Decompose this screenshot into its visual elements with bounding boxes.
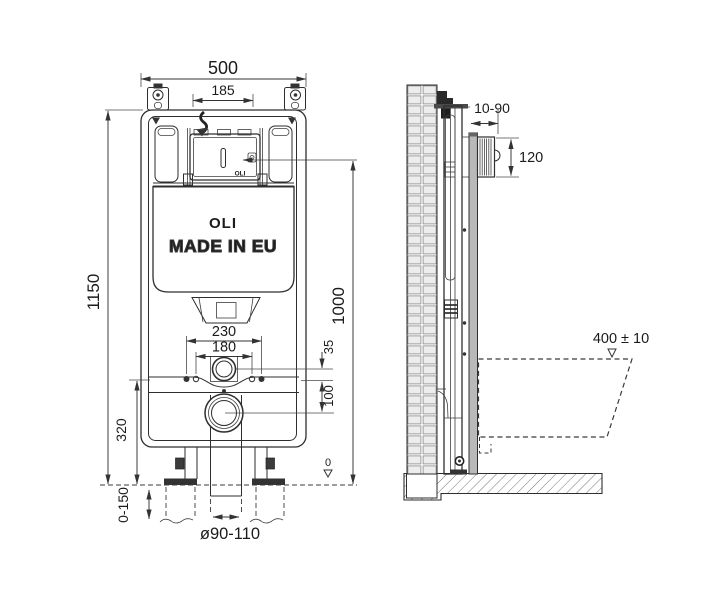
dim-flush-unit-height: 100 0 (242, 157, 357, 485)
housing-latch (494, 149, 501, 162)
wall-anchor-bracket (434, 91, 468, 119)
svg-text:1000: 1000 (329, 287, 348, 325)
dim-wall-finish-range: 10-90 (452, 100, 510, 134)
foot-plate (252, 478, 285, 485)
fixing-bolt (183, 376, 190, 382)
dim-leg-adjustment: 0-150 (115, 487, 152, 523)
svg-text:100: 100 (321, 385, 336, 407)
dim-total-height: 1150 (84, 109, 143, 485)
drain-outlet (204, 393, 244, 512)
fixing-bolt (258, 376, 265, 382)
dim-bolt-span-inner: 180 (195, 340, 253, 374)
cistern-shoulder-left (154, 125, 179, 183)
flush-valve-profile (444, 299, 458, 319)
dim-bolt-span-outer: 230 (186, 324, 262, 374)
svg-text:180: 180 (212, 340, 236, 356)
wall-bracket-right (284, 83, 306, 111)
dim-outlet-offset: 100 (225, 380, 336, 414)
water-inlet-arrow-icon (196, 110, 208, 137)
brick-wall (406, 84, 438, 499)
support-legs (159, 447, 285, 524)
dim-outlet-diameter: ø90-110 (200, 514, 260, 543)
made-in-label: MADE IN EU (169, 236, 277, 256)
flush-unit-label: OLI (235, 171, 246, 178)
dim-total-width: 500 (140, 58, 307, 87)
side-foot-plate (450, 469, 467, 475)
wall-bracket-left (147, 83, 169, 111)
foot-plate (164, 478, 197, 485)
inlet-connector (210, 356, 238, 382)
flush-unit-box: OLI (189, 129, 261, 181)
cistern-body: OLI MADE IN EU (152, 182, 295, 293)
actuator-slot (220, 148, 226, 168)
svg-text:120: 120 (519, 150, 543, 166)
wall-footing (406, 473, 438, 499)
dim-inlet-offset: 35 (236, 340, 336, 370)
wall-finish-panel (461, 132, 478, 475)
svg-text:ø90-110: ø90-110 (200, 525, 260, 543)
flush-bend (191, 297, 261, 324)
floor-slab (403, 472, 603, 501)
flush-plate-housing (476, 136, 501, 178)
toilet-bowl-outline (477, 358, 633, 454)
frame-outline (140, 109, 307, 448)
svg-text:0: 0 (325, 457, 331, 469)
drain-bend-profile (437, 390, 449, 419)
svg-text:230: 230 (212, 324, 236, 340)
side-view: 10-90 120 400 ± 10 (403, 84, 649, 501)
dim-bowl-height: 400 ± 10 (593, 331, 649, 359)
svg-text:1150: 1150 (84, 274, 103, 311)
floor-datum-marker: 0 (323, 457, 333, 479)
svg-text:400 ± 10: 400 ± 10 (593, 331, 649, 347)
frame-profile (437, 105, 467, 475)
brand-logo: OLI (209, 215, 237, 232)
fixing-hole (192, 375, 200, 383)
svg-text:35: 35 (321, 340, 336, 354)
svg-text:185: 185 (211, 82, 235, 98)
svg-text:0-150: 0-150 (115, 487, 131, 523)
svg-text:500: 500 (208, 58, 238, 78)
dim-lower-frame-height: 320 (113, 379, 150, 485)
front-view: OLI OLI MADE IN EU (84, 58, 357, 543)
dim-opening-height: 120 (496, 137, 543, 178)
dim-top-span: 185 (192, 82, 254, 107)
fixing-plate (148, 375, 299, 393)
cistern-shoulder-right (268, 125, 293, 183)
svg-text:320: 320 (113, 418, 129, 442)
svg-text:10-90: 10-90 (474, 100, 510, 116)
fixing-hole (248, 375, 256, 383)
